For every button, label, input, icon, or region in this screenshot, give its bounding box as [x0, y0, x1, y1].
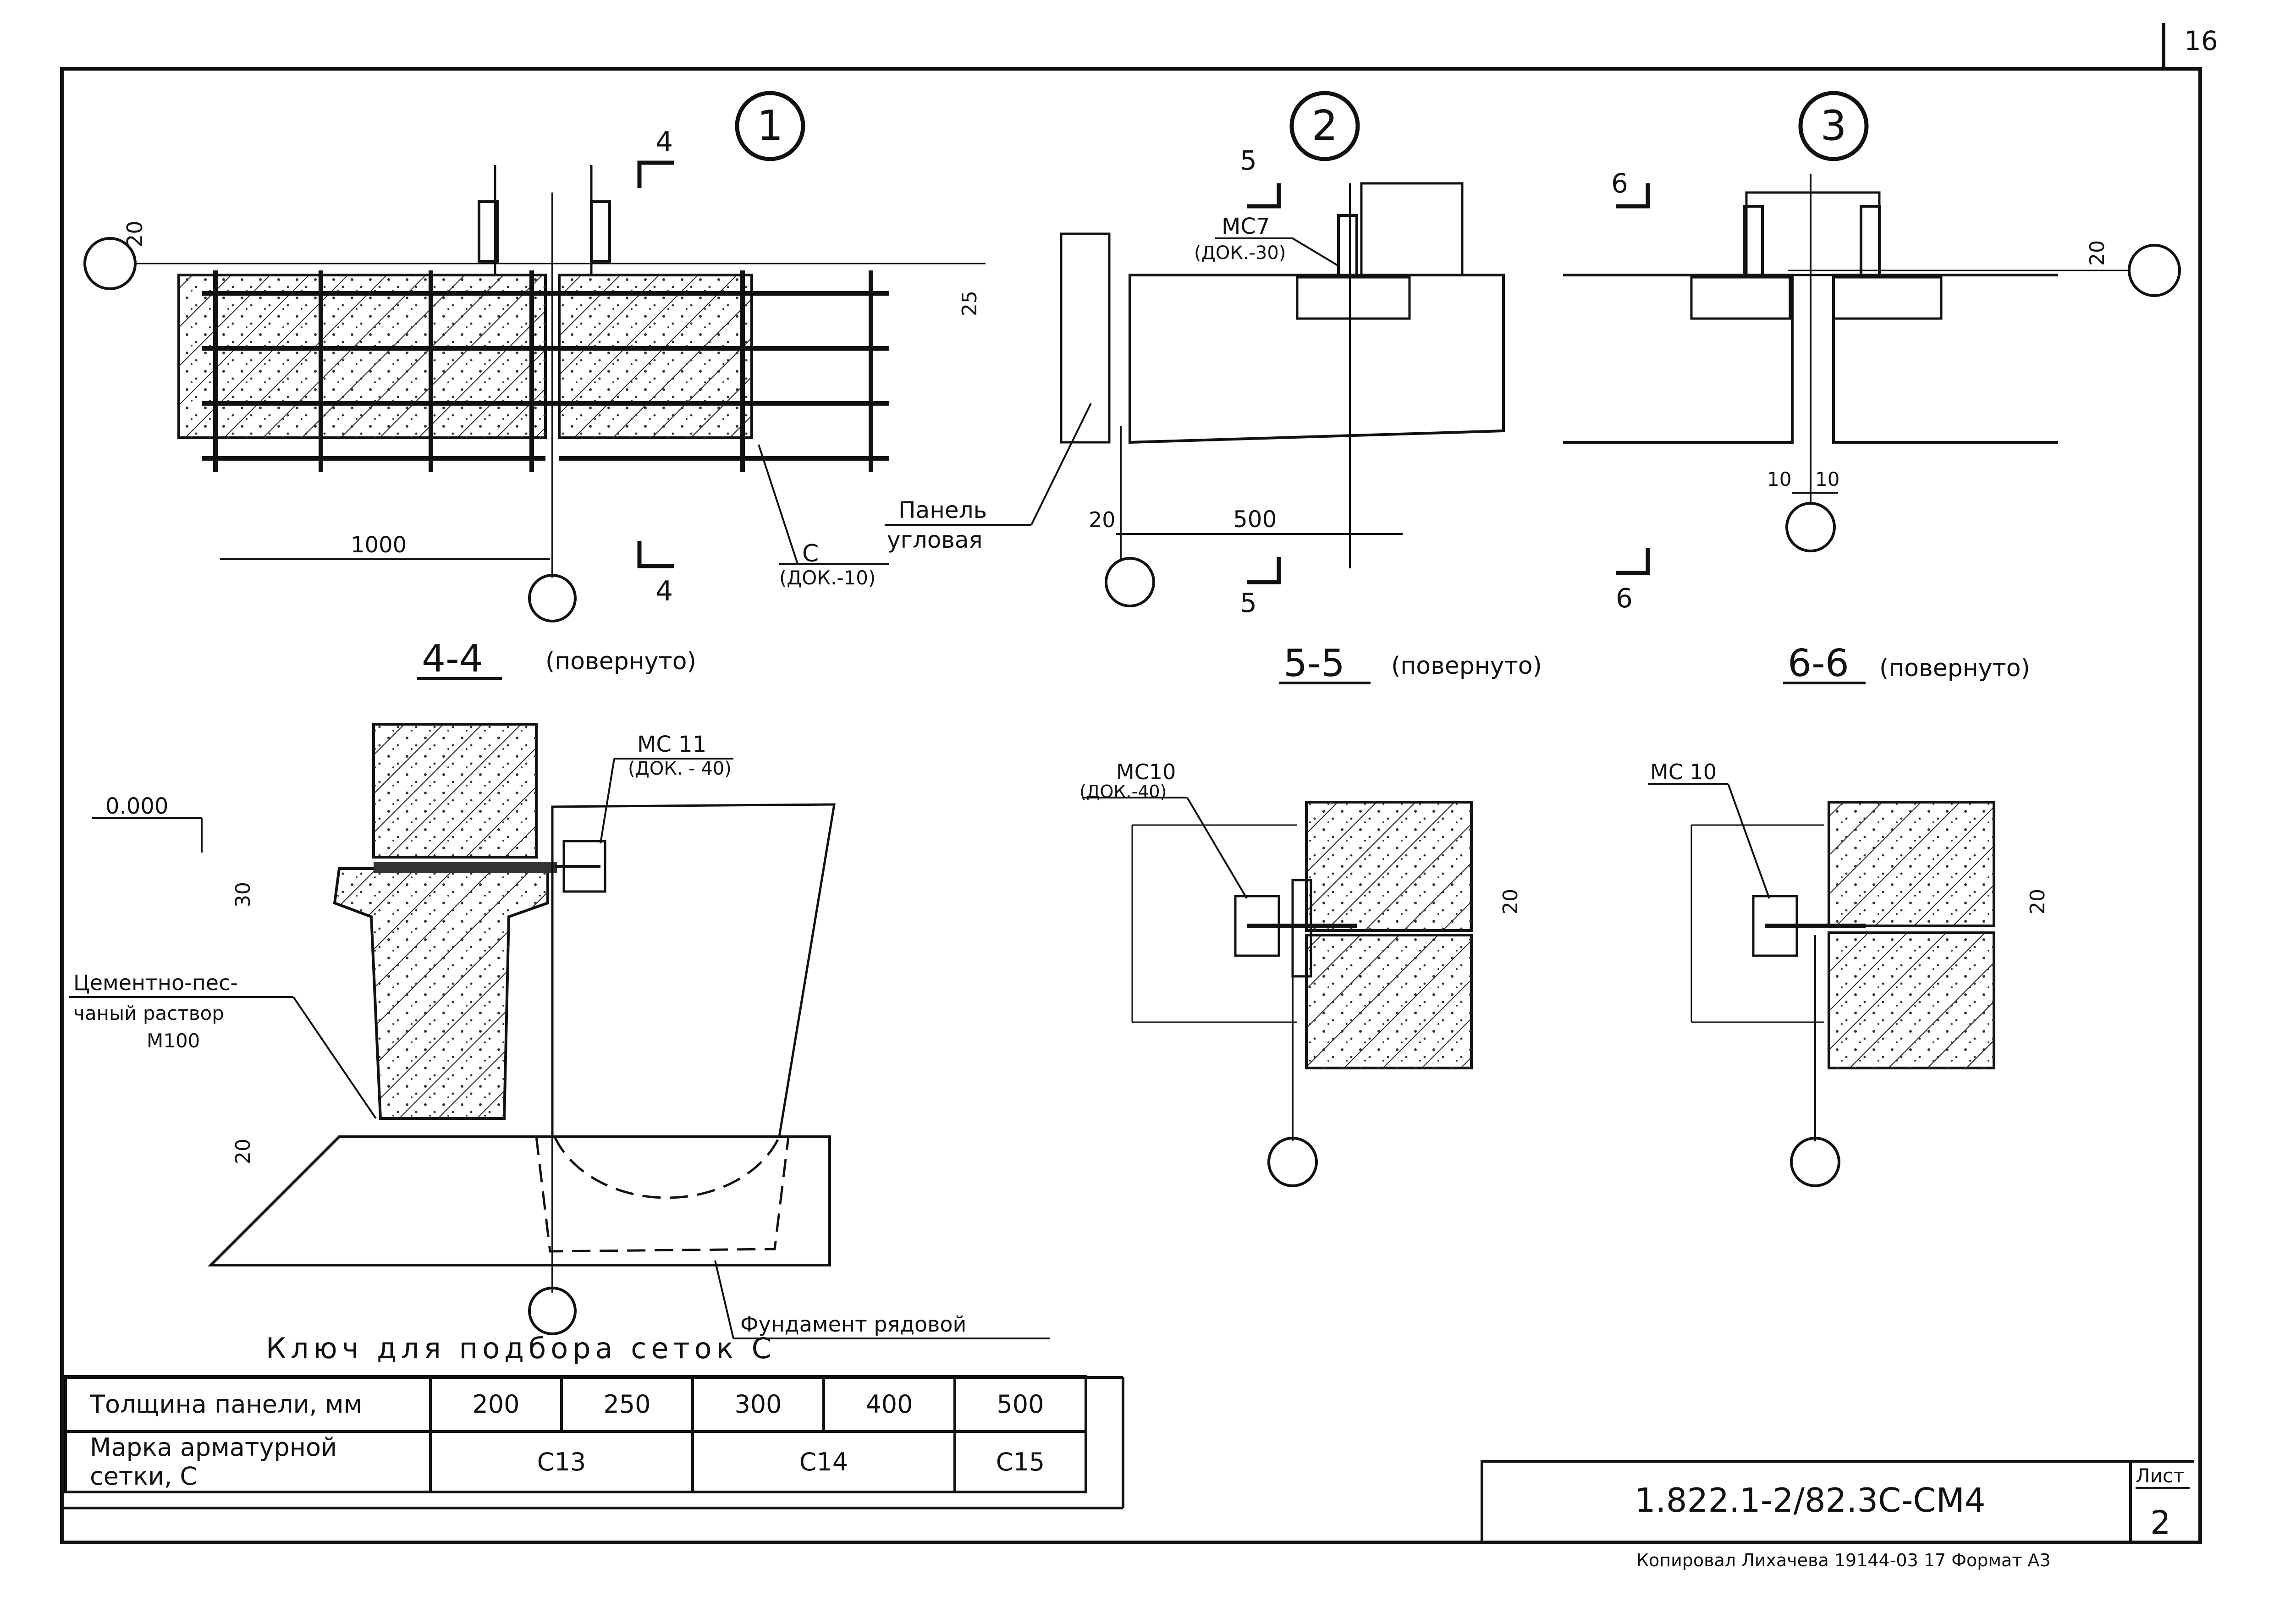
foundation-label: Фундамент рядовой [740, 1312, 966, 1337]
section-mark-6-top: 6 [1611, 168, 1628, 199]
sec55-mc10-doc: (ДОК.-40) [1079, 782, 1167, 802]
section-mark-5-top: 5 [1240, 145, 1257, 176]
mortar-label-2: чаный раствор [73, 1002, 224, 1024]
sec44-mc11-doc: (ДОК. - 40) [628, 758, 732, 779]
node2-dim-500: 500 [1233, 506, 1277, 533]
cell-mesh: С13 [429, 1430, 694, 1493]
sec55-dim-20: 20 [1499, 889, 1522, 914]
panel-corner-label-1: Панель [898, 497, 987, 523]
section-mark-4-top: 4 [655, 126, 673, 158]
node-2-detail: 2 20 500 5 5 МС7 (ДОК.-30) [1060, 91, 1505, 618]
panel-corner-label-2: угловая [887, 527, 983, 553]
level-mark-0000: 0.000 [105, 793, 168, 819]
mortar-label-1: Цементно-пес- [73, 970, 238, 995]
cell-mesh: С15 [953, 1430, 1087, 1493]
mortar-label-3: М100 [147, 1029, 200, 1052]
page-number: 16 [2184, 25, 2218, 56]
section-4-4-note: (повернуто) [545, 648, 696, 675]
section-6-6-note: (повернуто) [1879, 655, 2030, 682]
node-1-detail: 1 20 25 10 [83, 91, 1092, 622]
node3-dim-10-right: 10 [1815, 468, 1839, 490]
sheet-number: 2 [2150, 1504, 2171, 1541]
node-marker-1: 1 [757, 102, 783, 150]
section-4-4-title: 4-4 [422, 637, 483, 681]
section-mark-4-bottom: 4 [655, 575, 673, 607]
node3-dim-10-left: 10 [1767, 468, 1791, 490]
section-mark-5-bottom: 5 [1240, 587, 1257, 618]
sec66-dim-20: 20 [2026, 889, 2049, 914]
sec55-mc10-label: МС10 [1116, 760, 1176, 784]
sheet-label: Лист [2136, 1464, 2190, 1489]
sheet-box: Лист 2 [2129, 1463, 2194, 1543]
sec66-mc10-label: МС 10 [1650, 760, 1717, 784]
cell-thickness: 300 [691, 1375, 825, 1433]
cell-thickness: 250 [560, 1375, 694, 1433]
sec44-dim-20: 20 [231, 1139, 255, 1164]
node1-dim-top: 20 [122, 220, 147, 248]
section-4-4-detail: 0.000 30 20 МС 11 (ДОК. - 40) Цементно-п… [69, 723, 1050, 1339]
section-6-6-title: 6-6 [1788, 642, 1849, 685]
node-marker-2: 2 [1311, 102, 1338, 150]
key-table: Толщина панели, мм 200 250 300 400 500 М… [64, 1375, 1087, 1493]
node1-dim-1000: 1000 [351, 532, 407, 558]
node2-mc7-label: МС7 [1222, 214, 1270, 239]
row-head-thickness: Толщина панели, мм [64, 1375, 432, 1433]
node1-mesh-doc: (ДОК.-10) [779, 567, 875, 589]
row-head-mesh: Марка арматурной сетки, С [64, 1430, 432, 1493]
copy-note: Копировал Лихачева 19144-03 17 Формат А3 [1636, 1550, 2051, 1570]
document-code: 1.822.1-2/82.3С-СМ4 [1635, 1481, 1986, 1519]
table-row: Марка арматурной сетки, С С13 С14 С15 [64, 1430, 1087, 1493]
node2-dim-20: 20 [1089, 507, 1116, 532]
node2-mc7-doc: (ДОК.-30) [1194, 242, 1286, 264]
cell-thickness: 500 [953, 1375, 1087, 1433]
drawing-frame [60, 23, 2202, 1544]
node-3-detail: 3 10 10 20 6 6 [1563, 91, 2181, 614]
sec44-mc11-label: МС 11 [637, 732, 706, 757]
cell-thickness: 200 [429, 1375, 563, 1433]
section-5-5-title: 5-5 [1283, 642, 1345, 685]
cell-mesh: С14 [691, 1430, 956, 1493]
node1-dim-right: 25 [958, 291, 981, 316]
sec44-dim-30: 30 [231, 882, 255, 908]
section-mark-6-bottom: 6 [1616, 583, 1633, 614]
section-5-5-detail: 20 МС10 (ДОК.-40) [1079, 760, 1522, 1187]
node1-mesh-label: С [802, 540, 819, 567]
cell-thickness: 400 [822, 1375, 956, 1433]
key-table-title: Ключ для подбора сеток С [266, 1332, 776, 1365]
node-marker-3: 3 [1820, 102, 1846, 150]
section-5-5-note: (повернуто) [1391, 652, 1542, 680]
section-6-6-detail: 20 МС 10 [1648, 760, 2049, 1187]
table-row: Толщина панели, мм 200 250 300 400 500 [64, 1375, 1087, 1433]
title-block: 1.822.1-2/82.3С-СМ4 Лист 2 [1481, 1460, 2194, 1543]
node3-dim-20: 20 [2086, 240, 2109, 266]
